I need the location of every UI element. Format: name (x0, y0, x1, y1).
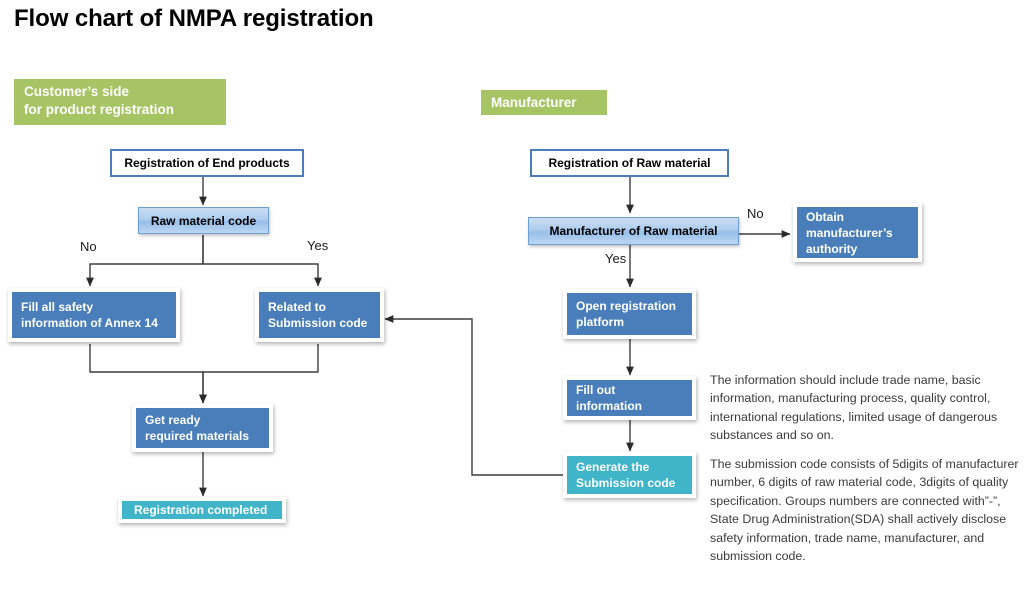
lane-tag-manufacturer: Manufacturer (481, 90, 607, 115)
node-related-to-submission-code[interactable]: Related to Submission code (255, 288, 384, 342)
edge-generate-to-relatedcode (384, 315, 563, 476)
node-obtain-manufacturers-authority[interactable]: Obtain manufacturer’s authority (793, 203, 922, 262)
node-fill-all-safety-information[interactable]: Fill all safety information of Annex 14 (8, 288, 180, 342)
edge-rawcode-to-fillsafety (86, 235, 204, 287)
edge-relatedcode-to-getready (199, 344, 319, 404)
node-get-ready-required-materials[interactable]: Get ready required materials (132, 404, 273, 452)
node-raw-material-code[interactable]: Raw material code (138, 207, 269, 234)
node-registration-completed[interactable]: Registration completed (118, 497, 286, 523)
node-registration-of-end-products[interactable]: Registration of End products (110, 149, 304, 177)
node-registration-of-raw-material[interactable]: Registration of Raw material (530, 149, 729, 177)
node-fill-out-information[interactable]: Fill out information (563, 376, 696, 420)
edge-label-manufacturer-yes: Yes (605, 251, 627, 266)
edge-label-branch-no: No (80, 239, 97, 254)
edge-label-manufacturer-no: No (747, 206, 764, 221)
lane-tag-customer: Customer’s side for product registration (14, 79, 226, 125)
node-generate-the-submission-code[interactable]: Generate the Submission code (563, 452, 696, 498)
edge-fillsafety-to-getready (89, 344, 207, 404)
node-manufacturer-of-raw-material[interactable]: Manufacturer of Raw material (528, 217, 739, 245)
node-open-registration-platform[interactable]: Open registration platform (563, 289, 696, 339)
note-submission-code: The submission code consists of 5digits … (710, 457, 1019, 564)
edge-rawcode-to-relatedcode (202, 235, 322, 287)
note-information-content: The information should include trade nam… (710, 373, 998, 443)
edge-label-branch-yes: Yes (307, 238, 329, 253)
page-title: Flow chart of NMPA registration (14, 5, 374, 32)
